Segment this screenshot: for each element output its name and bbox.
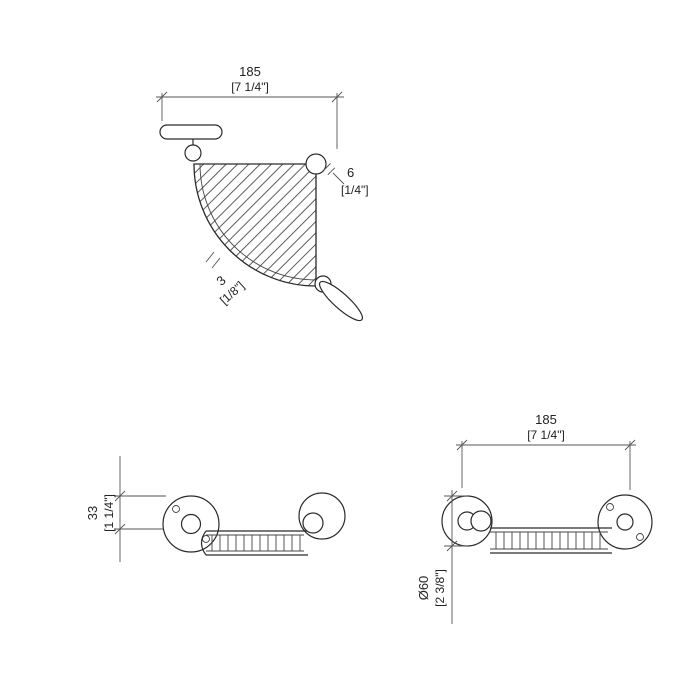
wall-plate-top: [159, 124, 223, 140]
screw-hole: [172, 505, 180, 513]
plan-view: 185 [7 1/4"] 6 [1/4"]: [156, 64, 369, 322]
plan-wire-mm: 3: [213, 273, 228, 289]
plan-width-inch: [7 1/4"]: [231, 80, 269, 94]
side-flange-mm: Ø60: [416, 576, 431, 601]
basket-side-profile: [490, 527, 612, 554]
front-height-dimension: 33 [1 1/4"]: [85, 456, 166, 562]
screw-hole: [636, 533, 644, 541]
basket-front-profile: [200, 530, 308, 556]
plan-rim-dimension: 6 [1/4"]: [323, 163, 369, 197]
front-height-mm: 33: [85, 506, 100, 520]
leader-line: [332, 172, 345, 185]
dim-tick: [327, 167, 336, 176]
dim-tick: [114, 523, 126, 535]
wall-flange-left: [162, 495, 220, 553]
side-width-mm: 185: [535, 412, 557, 427]
basket-end-cap: [200, 530, 207, 556]
wall-plate-lower: [318, 280, 364, 322]
dim-tick: [446, 490, 458, 502]
dim-tick: [211, 257, 221, 269]
plan-rim-mm: 6: [347, 165, 354, 180]
side-view: 185 [7 1/4"]: [416, 412, 653, 624]
dim-tick: [446, 540, 458, 552]
side-width-inch: [7 1/4"]: [527, 428, 565, 442]
plan-width-mm: 185: [239, 64, 261, 79]
front-view: 33 [1 1/4"]: [85, 456, 346, 562]
side-flange-inch: [2 3/8"]: [433, 569, 447, 607]
side-flange-dimension: Ø60 [2 3/8"]: [416, 490, 468, 624]
dim-tick: [114, 490, 126, 502]
ball-joint-left: [184, 144, 202, 162]
flange-post: [180, 513, 202, 535]
basket-inner-rim-arc: [199, 163, 317, 281]
basket-plan-outline: [193, 163, 317, 287]
plan-width-dimension: 185 [7 1/4"]: [156, 64, 344, 149]
flange-post: [616, 513, 634, 531]
dim-tick: [205, 251, 215, 263]
ball-joint-side: [470, 510, 492, 532]
screw-hole: [606, 503, 614, 511]
ball-joint-front: [302, 512, 324, 534]
front-height-inch: [1 1/4"]: [102, 494, 116, 532]
wall-flange-right: [597, 494, 653, 550]
ball-joint-corner: [305, 153, 327, 175]
side-width-dimension: 185 [7 1/4"]: [456, 412, 636, 490]
plan-rim-inch: [1/4"]: [341, 183, 369, 197]
dim-tick: [323, 163, 331, 171]
